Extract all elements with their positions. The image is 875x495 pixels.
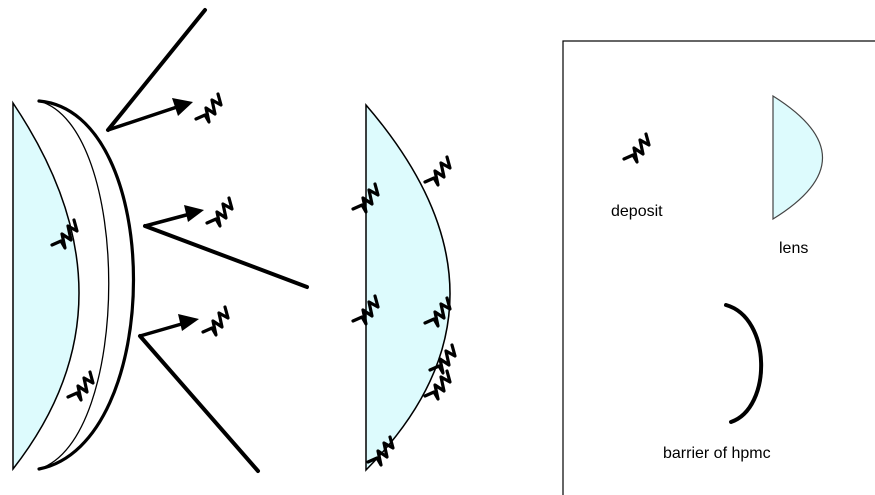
legend-barrier-symbol: [724, 303, 764, 424]
arrow-bottom-incoming-line: [138, 334, 260, 473]
arrow-bottom-head: [178, 314, 199, 331]
legend-lens-symbol: [772, 94, 823, 221]
arrow-top-shaft: [106, 104, 182, 132]
left-lens-shape: [12, 100, 80, 472]
protected-lens-group: [12, 99, 135, 472]
legend-deposit-label: deposit: [611, 203, 663, 220]
unprotected-lens-group: [351, 102, 457, 472]
arrow-middle-incoming-line: [143, 224, 309, 289]
arrow-bottom-shaft: [138, 321, 187, 338]
legend-barrier-label: barrier of hpmc: [663, 445, 771, 462]
unprotected-lens-shape: [365, 102, 451, 472]
arrow-top: [106, 8, 223, 132]
legend-lens-label: lens: [779, 240, 809, 257]
left-barrier-inner-curve: [38, 100, 110, 470]
arrow-middle: [143, 196, 309, 289]
arrow-top-incoming-line: [106, 8, 207, 132]
deflection-arrows-group: [106, 8, 309, 473]
left-barrier-outer-curve: [37, 99, 135, 471]
deposit-on-barrier-2: [66, 370, 95, 402]
legend-frame: [562, 40, 875, 495]
arrow-top-head: [172, 98, 193, 116]
legend-box: [562, 40, 875, 495]
arrow-middle-shaft: [143, 212, 192, 228]
arrow-bottom: [138, 305, 260, 473]
arrow-middle-head: [184, 205, 204, 222]
